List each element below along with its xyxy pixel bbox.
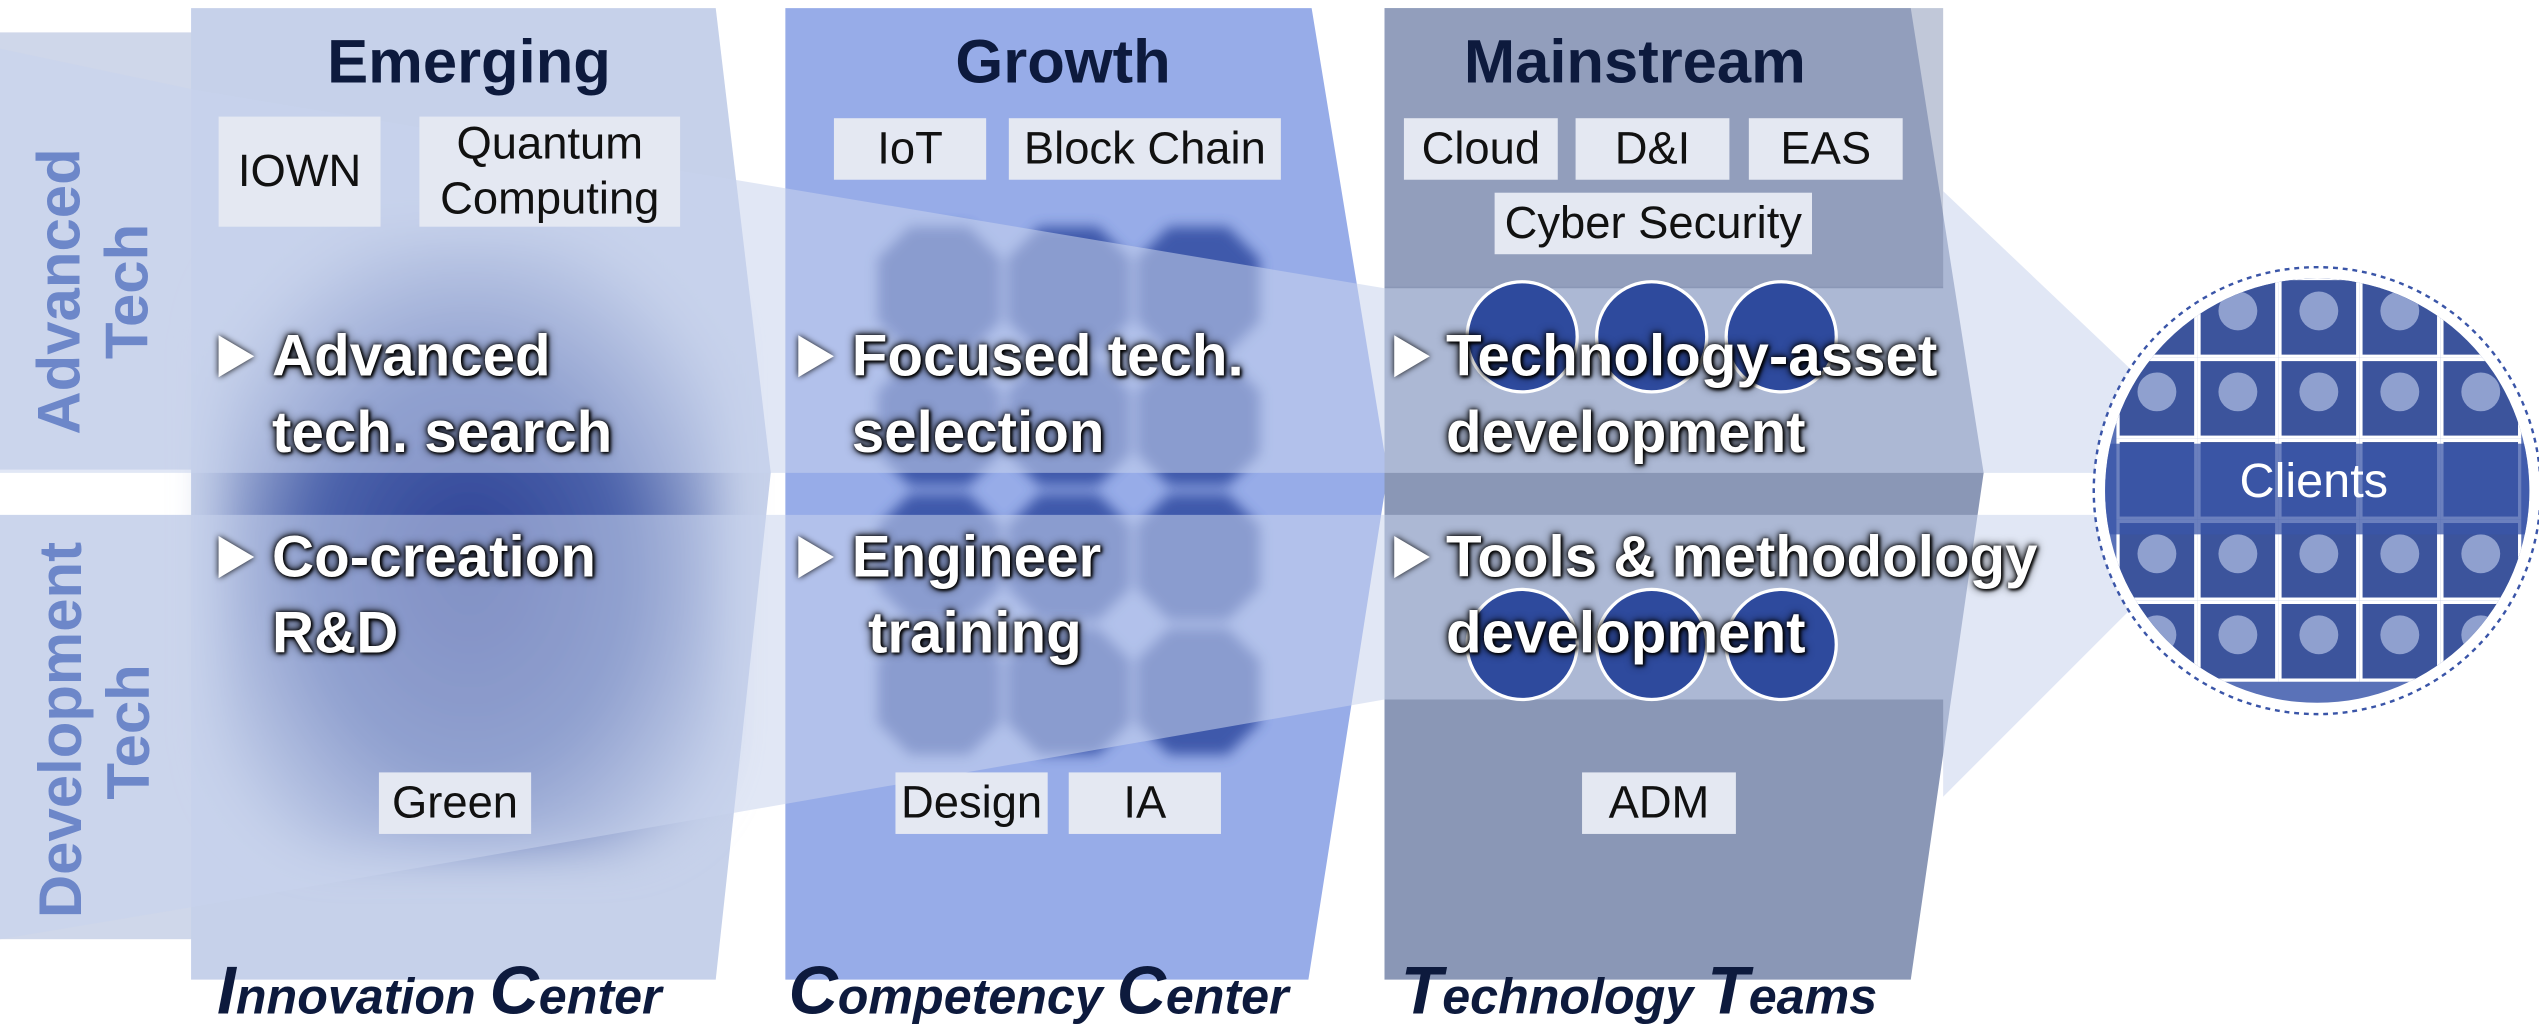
row-label-development-tech: Development Tech <box>0 542 282 918</box>
team-competency-center: Competency Center <box>789 952 1289 1030</box>
bullet-arrow-icon <box>1394 335 1430 378</box>
clients-label: Clients <box>2239 455 2388 509</box>
activity-technology-asset-development: Technology-asset development <box>1446 317 1937 469</box>
activity-co-creation: Co-creation R&D <box>272 518 596 670</box>
tag-eas: EAS <box>1748 118 1903 180</box>
team-initial: T <box>1400 952 1443 1029</box>
bullet-arrow-icon <box>1394 535 1430 579</box>
activity-line: tech. search <box>272 398 613 465</box>
tag-block-chain: Block Chain <box>1008 118 1281 180</box>
team-initial: T <box>1707 952 1749 1029</box>
team-word: echnology <box>1442 968 1708 1026</box>
activity-line: development <box>1446 398 1806 465</box>
row-label-text: Development Tech <box>27 541 164 919</box>
stage-heading-emerging: Emerging <box>327 29 611 98</box>
activity-line: Technology-asset <box>1446 322 1938 389</box>
activity-line: selection <box>851 398 1105 465</box>
team-word: nnovation <box>235 968 490 1026</box>
tag-ia: IA <box>1068 772 1221 834</box>
clients-circle <box>2092 266 2539 716</box>
activity-advanced-tech-search: Advanced tech. search <box>272 317 612 469</box>
team-word: enter <box>538 968 662 1026</box>
activity-line: Tools & methodology <box>1446 523 2038 590</box>
activity-line: R&D <box>272 599 399 666</box>
team-technology-teams: Technology Teams <box>1401 952 1877 1030</box>
bullet-arrow-icon <box>218 535 255 579</box>
stage-heading-mainstream: Mainstream <box>1463 29 1806 98</box>
activity-line: Focused tech. <box>851 322 1244 389</box>
tag-design: Design <box>895 772 1048 834</box>
bullet-arrow-icon <box>218 335 255 378</box>
team-initial: I <box>216 952 236 1029</box>
team-word: ompetency <box>837 968 1117 1026</box>
tag-iown: IOWN <box>218 116 381 227</box>
team-initial: C <box>1116 952 1166 1029</box>
row-label-line: Tech <box>95 664 162 800</box>
team-word: eams <box>1748 968 1878 1026</box>
tag-adm: ADM <box>1582 772 1736 834</box>
activity-line: development <box>1446 599 1806 666</box>
tag-cyber-security: Cyber Security <box>1494 192 1812 255</box>
team-initial: C <box>788 952 838 1029</box>
tag-green: Green <box>378 772 532 834</box>
tag-d-and-i: D&I <box>1575 118 1730 180</box>
row-label-line: Advanced <box>25 148 93 435</box>
team-word: enter <box>1165 968 1289 1026</box>
activity-tools-methodology-development: Tools & methodology development <box>1446 518 2038 670</box>
row-label-advanced-tech: Advanced Tech <box>0 148 272 434</box>
bullet-arrow-icon <box>798 335 834 378</box>
row-label-line: Development <box>27 541 94 919</box>
activity-line: training <box>867 599 1082 666</box>
row-label-text: Advanced Tech <box>26 113 162 469</box>
activity-line: Engineer <box>851 523 1102 590</box>
mainstream-circle-group <box>1465 280 1838 702</box>
activity-engineer-training: Engineer training <box>852 518 1101 670</box>
team-innovation-center: Innovation Center <box>217 952 662 1030</box>
tag-iot: IoT <box>833 118 987 180</box>
bullet-arrow-icon <box>798 535 834 579</box>
activity-line: Co-creation <box>272 523 596 590</box>
team-initial: C <box>489 952 539 1029</box>
stage-heading-growth: Growth <box>955 29 1171 98</box>
activity-line: Advanced <box>272 322 551 389</box>
row-label-line: Tech <box>93 223 161 360</box>
tag-quantum-computing: Quantum Computing <box>419 116 681 227</box>
tag-cloud: Cloud <box>1403 118 1558 180</box>
activity-focused-tech-selection: Focused tech. selection <box>852 317 1244 469</box>
